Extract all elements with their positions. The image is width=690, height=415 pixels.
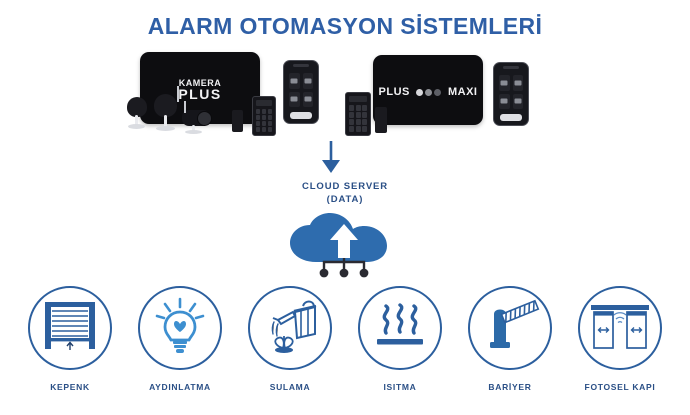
heating-icon xyxy=(371,300,429,357)
panel-badge-1 xyxy=(416,88,424,96)
feature-aydinlatma[interactable]: AYDINLATMA xyxy=(134,286,226,406)
feature-circle xyxy=(248,286,332,370)
feature-fotosel-kapi[interactable]: FOTOSEL KAPI xyxy=(574,286,666,406)
keypad-keys xyxy=(349,105,367,132)
cloud-label-line2: (DATA) xyxy=(326,194,364,205)
feature-circle xyxy=(138,286,222,370)
panel-badge-3 xyxy=(434,88,442,96)
panel-brand-line2: MAXI xyxy=(447,86,478,98)
device-group-kamera-plus: KAMERA PLUS xyxy=(127,52,340,147)
feature-circle xyxy=(578,286,662,370)
smartphone xyxy=(493,62,529,126)
phone-app-grid xyxy=(499,75,523,109)
keypad-screen xyxy=(349,96,367,102)
panel-badge-2 xyxy=(425,88,433,96)
feature-label: AYDINLATMA xyxy=(149,382,211,392)
cloud-upload-icon xyxy=(286,212,404,283)
automatic-door-icon xyxy=(589,299,651,358)
keypad xyxy=(345,92,371,136)
alarm-panel-plus-maxi: PLUS MAXI xyxy=(373,55,483,125)
panel-brand-line2: PLUS xyxy=(178,86,222,102)
feature-bariyer[interactable]: BARİYER xyxy=(464,286,556,406)
feature-label: FOTOSEL KAPI xyxy=(584,382,656,392)
arrow-down-icon xyxy=(316,140,346,180)
feature-isitma[interactable]: ISITMA xyxy=(354,286,446,406)
indoor-camera xyxy=(125,97,151,132)
cloud-server-label: CLOUD SERVER (DATA) xyxy=(0,180,690,206)
phone-action-bar xyxy=(500,114,522,121)
barrier-gate-icon xyxy=(480,298,540,359)
device-group-plus-maxi: PLUS MAXI xyxy=(345,52,535,147)
feature-label: BARİYER xyxy=(488,382,532,392)
keypad-screen xyxy=(256,100,272,106)
keypad-keys xyxy=(256,109,272,132)
feature-label: ISITMA xyxy=(383,382,417,392)
panel-brand-row: PLUS MAXI xyxy=(373,87,483,98)
feature-label: KEPENK xyxy=(50,382,90,392)
panel-brand-line1: KAMERA xyxy=(178,78,222,88)
feature-circle xyxy=(468,286,552,370)
page-title: ALARM OTOMASYON SİSTEMLERİ xyxy=(147,13,543,39)
light-bulb-icon xyxy=(153,297,207,360)
device-showcase: KAMERA PLUS xyxy=(0,52,690,147)
panel-badges xyxy=(416,88,442,96)
phone-app-grid xyxy=(289,73,313,107)
smartphone xyxy=(283,60,319,124)
keypad xyxy=(252,96,276,136)
phone-action-bar xyxy=(290,112,312,119)
phone-notch xyxy=(293,64,309,67)
feature-circle xyxy=(28,286,112,370)
siren-box xyxy=(375,107,387,133)
feature-label: SULAMA xyxy=(269,382,311,392)
feature-sulama[interactable]: SULAMA xyxy=(244,286,336,406)
cloud-label-line1: CLOUD SERVER xyxy=(301,181,389,192)
bullet-camera xyxy=(182,101,218,138)
feature-kepenk[interactable]: KEPENK xyxy=(24,286,116,406)
watering-can-icon xyxy=(261,298,319,359)
indoor-camera xyxy=(152,86,182,134)
feature-circle xyxy=(358,286,442,370)
feature-strip: KEPENK xyxy=(0,286,690,406)
roller-shutter-icon xyxy=(41,298,99,359)
siren-box xyxy=(232,110,243,132)
panel-brand-line1: PLUS xyxy=(378,86,410,98)
phone-notch xyxy=(503,66,519,69)
